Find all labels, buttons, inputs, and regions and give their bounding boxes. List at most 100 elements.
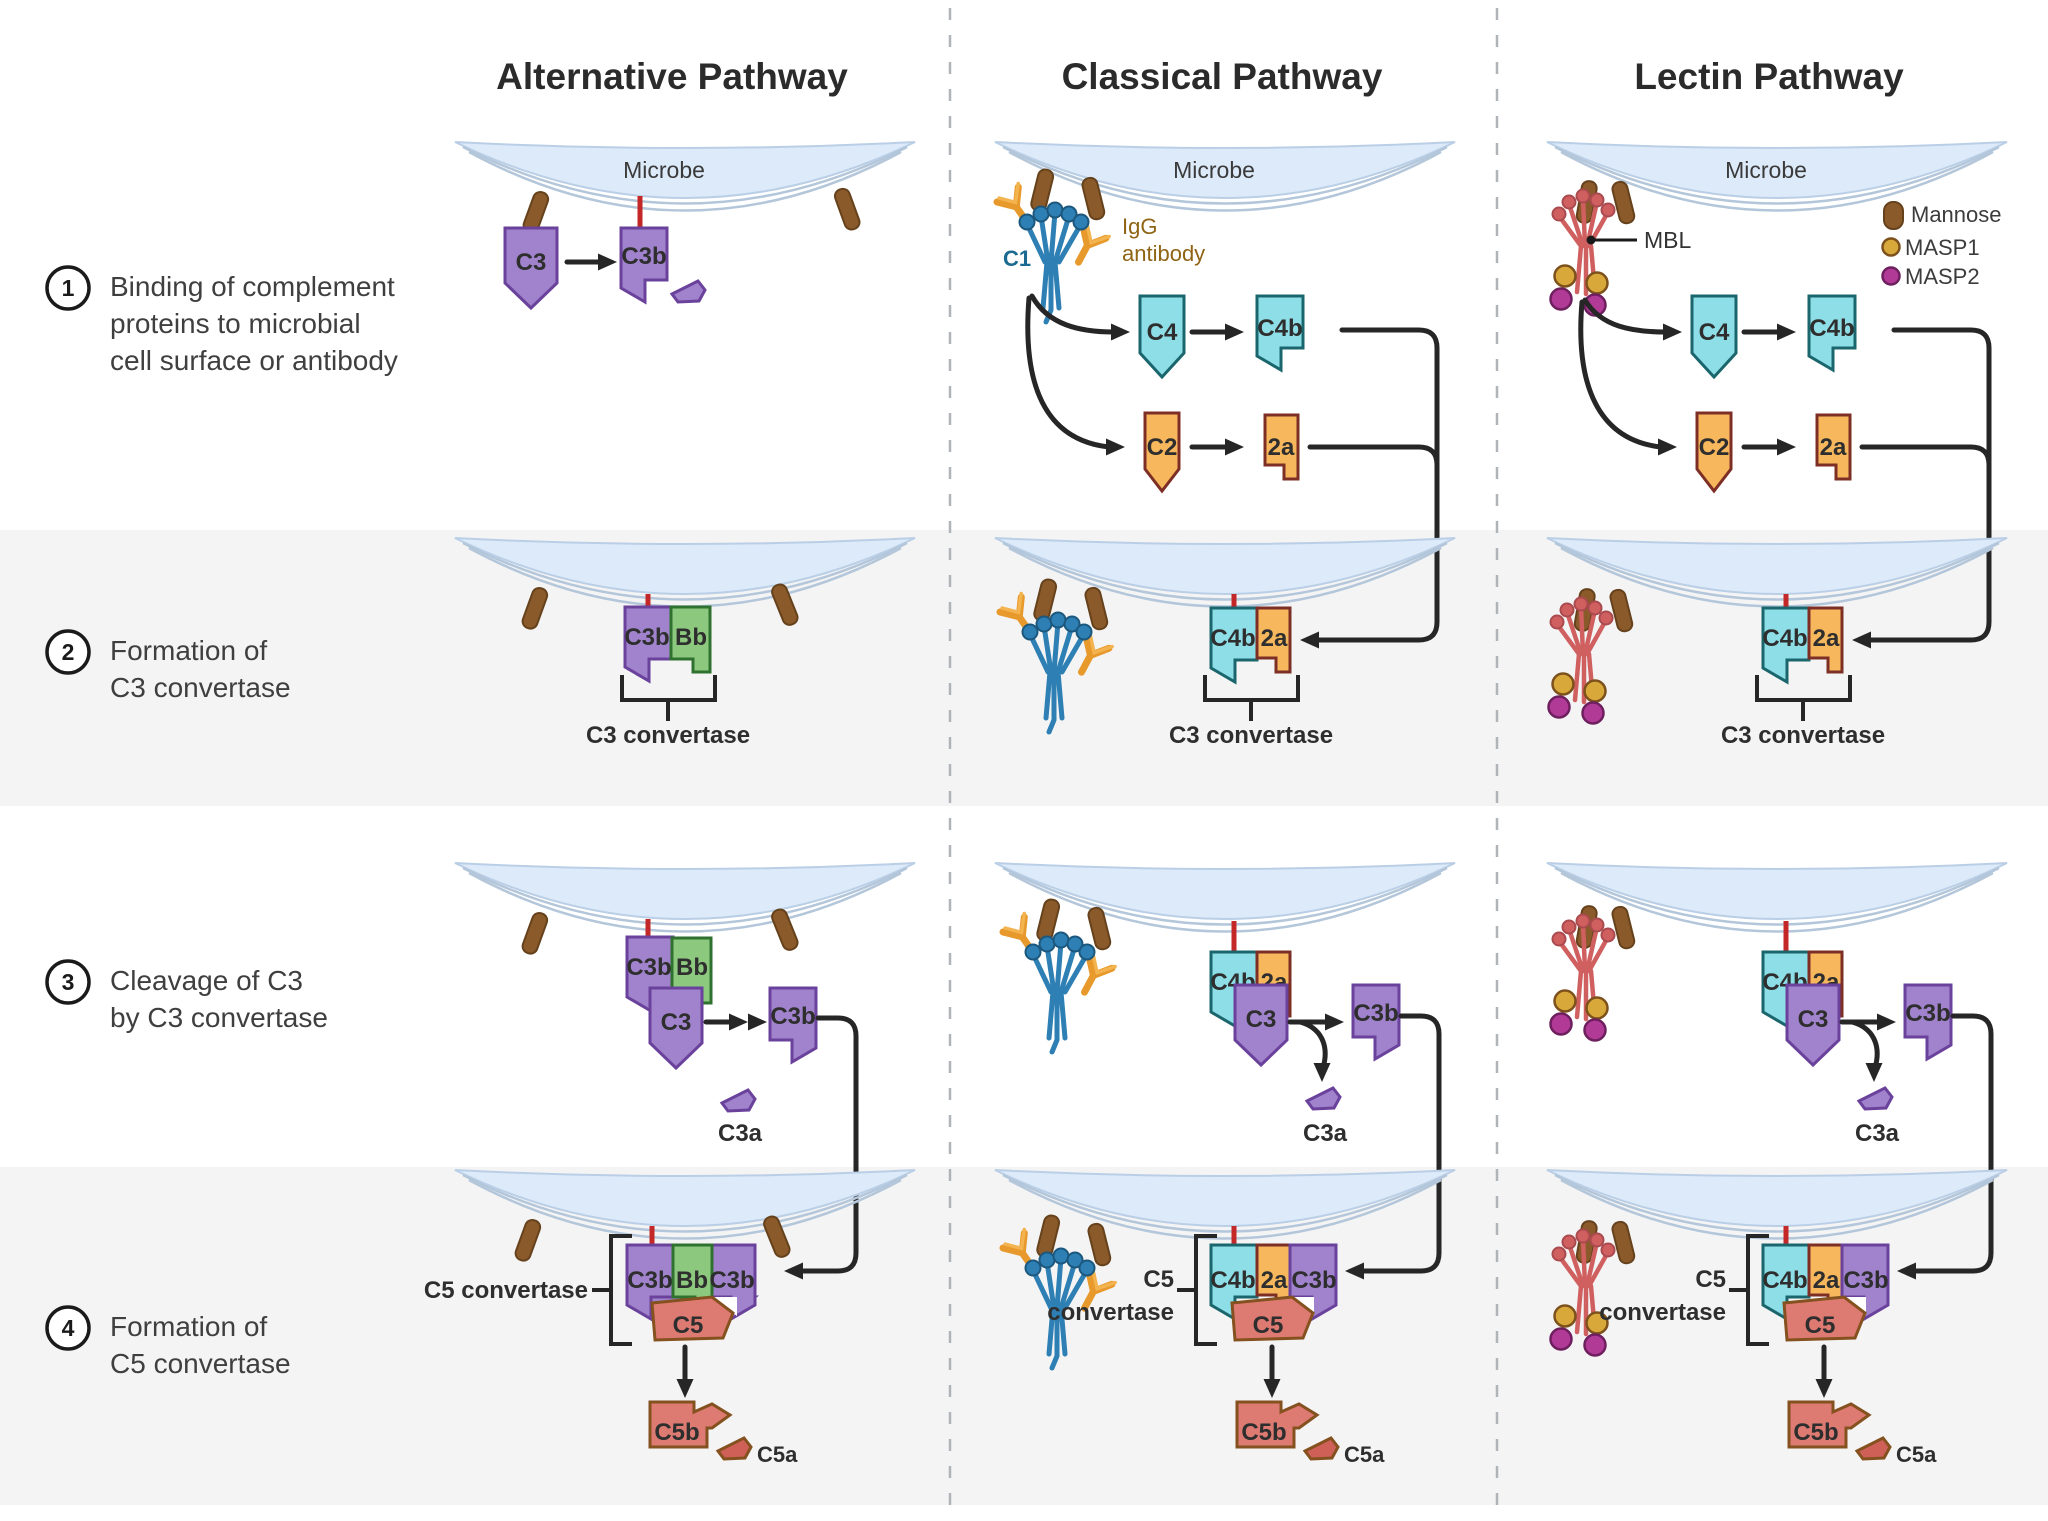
c5-convertase-bracket xyxy=(1177,1234,1217,1346)
title-alternative: Alternative Pathway xyxy=(496,56,848,97)
c3b-label: C3b xyxy=(1905,1000,1950,1027)
c5-convertase-bracket xyxy=(592,1234,632,1346)
microbe-label: Microbe xyxy=(623,157,705,183)
mbl-complex xyxy=(1551,905,1636,1041)
c5-convertase-label-line2: convertase xyxy=(1599,1299,1726,1326)
c2a-label: 2a xyxy=(1813,625,1840,652)
c3b-label: C3b xyxy=(1353,1000,1398,1027)
c4-label: C4 xyxy=(1147,319,1178,346)
microbe-surface xyxy=(993,861,1457,933)
c1-igg-complex xyxy=(995,168,1109,322)
c3b-label: C3b xyxy=(626,954,671,981)
c4b-label: C4b xyxy=(1257,315,1302,342)
c2a-label: 2a xyxy=(1813,1267,1840,1294)
c3-convertase-label: C3 convertase xyxy=(1169,722,1333,749)
mannose-icon xyxy=(1883,201,1904,230)
step-2: 2 Formation of C3 convertase xyxy=(45,629,291,703)
step-1-line-2: proteins to microbial xyxy=(110,308,361,339)
c5-convertase-label-line2: convertase xyxy=(1047,1299,1174,1326)
classical-column: Microbe C1 IgG antibody C4 C4b C2 2a C4b… xyxy=(993,140,1457,1467)
c3-fragment xyxy=(670,279,707,304)
microbe-label: Microbe xyxy=(1173,157,1255,183)
step-3-line-2: by C3 convertase xyxy=(110,1002,328,1033)
step4-band xyxy=(0,1167,2048,1505)
c4b-label: C4b xyxy=(1762,1267,1807,1294)
c3a-label: C3a xyxy=(1855,1120,1900,1147)
c3b-label: C3b xyxy=(709,1267,754,1294)
c2a-connector xyxy=(1859,444,1992,468)
lectin-column: Microbe MBL C4 C4b C2 2a C4b 2a C3 conve… xyxy=(1545,140,2009,1467)
c2a-label: 2a xyxy=(1261,1267,1288,1294)
c5-label: C5 xyxy=(1253,1312,1284,1339)
title-classical: Classical Pathway xyxy=(1062,56,1383,97)
c2-label: C2 xyxy=(1699,434,1730,461)
c5a-label: C5a xyxy=(1896,1442,1937,1467)
c3-convertase-bracket xyxy=(620,675,717,721)
c3b-label: C3b xyxy=(621,243,666,270)
c5-convertase-label-line1: C5 xyxy=(1695,1266,1726,1293)
step-4-number: 4 xyxy=(62,1315,75,1341)
step-3: 3 Cleavage of C3 by C3 convertase xyxy=(45,959,328,1033)
c3b-to-c5-convertase-connector xyxy=(1348,1013,1442,1274)
microbe-label: Microbe xyxy=(1725,157,1807,183)
c3-convertase-bracket xyxy=(1203,675,1300,721)
c3a-branch-arrow xyxy=(1297,1019,1328,1067)
legend-masp2-label: MASP2 xyxy=(1905,264,1980,289)
legend: Mannose MASP1 MASP2 xyxy=(1881,201,2002,289)
step-1-number: 1 xyxy=(62,275,75,301)
c3-label: C3 xyxy=(1798,1006,1829,1033)
c3-label: C3 xyxy=(661,1009,692,1036)
masp1-icon xyxy=(1881,237,1901,257)
c5a-label: C5a xyxy=(757,1442,798,1467)
c3b-label: C3b xyxy=(1843,1267,1888,1294)
c4b-connector xyxy=(1861,327,1992,643)
c5-label: C5 xyxy=(1805,1312,1836,1339)
c3a-fragment xyxy=(720,1088,757,1113)
legend-masp1-label: MASP1 xyxy=(1905,235,1980,260)
c3-convertase-bracket xyxy=(1755,675,1852,721)
c3a-fragment xyxy=(1305,1086,1342,1111)
c3b-label: C3b xyxy=(624,624,669,651)
step-1-line-3: cell surface or antibody xyxy=(110,345,398,376)
step-3-number: 3 xyxy=(62,969,75,995)
c4b-label: C4b xyxy=(1210,1267,1255,1294)
mannose-icon xyxy=(769,906,801,953)
alternative-column: Microbe C3 C3b C3b Bb C3 convertase C3b … xyxy=(424,140,917,1467)
c4b-connector xyxy=(1309,327,1440,643)
c5b-label: C5b xyxy=(1793,1419,1838,1446)
c5-convertase-label-line1: C5 xyxy=(1143,1266,1174,1293)
mbl-label: MBL xyxy=(1644,227,1692,253)
c5b-label: C5b xyxy=(1241,1419,1286,1446)
c2a-label: 2a xyxy=(1261,625,1288,652)
legend-mannose-label: Mannose xyxy=(1911,202,2002,227)
mannose-icon xyxy=(519,910,551,957)
c4-label: C4 xyxy=(1699,319,1730,346)
c3a-fragment xyxy=(1857,1086,1894,1111)
bb-label: Bb xyxy=(676,1267,708,1294)
c3-label: C3 xyxy=(516,249,547,276)
c1-igg-complex xyxy=(1001,898,1115,1052)
step-1: 1 Binding of complement proteins to micr… xyxy=(45,265,398,376)
c3b-label: C3b xyxy=(1291,1267,1336,1294)
c5b-label: C5b xyxy=(654,1419,699,1446)
bb-label: Bb xyxy=(676,954,708,981)
c5-convertase-label: C5 convertase xyxy=(424,1277,588,1304)
c3-convertase-label: C3 convertase xyxy=(1721,722,1885,749)
c3b-label: C3b xyxy=(627,1267,672,1294)
c5-convertase-bracket xyxy=(1729,1234,1769,1346)
c3a-label: C3a xyxy=(718,1120,763,1147)
step-3-line-1: Cleavage of C3 xyxy=(110,965,303,996)
c4b-label: C4b xyxy=(1210,625,1255,652)
title-lectin: Lectin Pathway xyxy=(1634,56,1904,97)
c2a-label: 2a xyxy=(1268,434,1295,461)
c1-label: C1 xyxy=(1003,246,1031,271)
c3b-to-c5-convertase-connector xyxy=(1900,1013,1994,1274)
step-2-line-2: C3 convertase xyxy=(110,672,291,703)
igg-label-line2: antibody xyxy=(1122,241,1205,266)
step-4-line-1: Formation of xyxy=(110,1311,267,1342)
c5a-label: C5a xyxy=(1344,1442,1385,1467)
step-2-line-1: Formation of xyxy=(110,635,267,666)
step-1-line-1: Binding of complement xyxy=(110,271,395,302)
